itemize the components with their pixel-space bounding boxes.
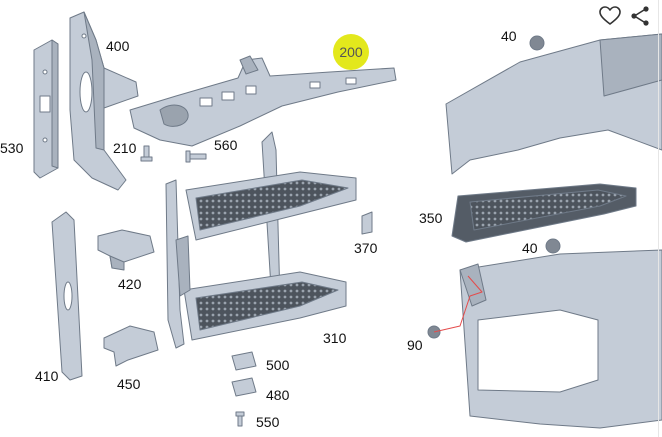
part-210-bolt[interactable]	[140, 145, 153, 162]
heart-outline-icon[interactable]	[598, 4, 622, 28]
callout-530[interactable]: 530	[0, 140, 24, 156]
part-200-crossmember[interactable]	[129, 55, 397, 147]
part-480-clip[interactable]	[231, 377, 257, 397]
part-560-bolt[interactable]	[185, 150, 207, 163]
part-370-clip[interactable]	[361, 211, 373, 235]
callout-350[interactable]: 350	[419, 210, 443, 226]
part-350-step[interactable]	[451, 183, 637, 243]
callout-210[interactable]: 210	[113, 140, 137, 156]
part-40-cap-bottom[interactable]	[545, 238, 561, 254]
step-housing-lower[interactable]	[459, 249, 662, 429]
part-40-cap-top[interactable]	[529, 35, 545, 51]
callout-410[interactable]: 410	[35, 368, 59, 384]
part-410-plate[interactable]	[51, 211, 83, 381]
callout-90[interactable]: 90	[407, 337, 423, 353]
callout-40-bottom[interactable]: 40	[522, 240, 538, 256]
callout-560[interactable]: 560	[214, 137, 238, 153]
part-400-side-plate[interactable]	[69, 11, 139, 191]
part-90-bolt[interactable]	[427, 275, 483, 339]
callout-420[interactable]: 420	[118, 276, 142, 292]
callout-370[interactable]: 370	[354, 240, 378, 256]
part-420-bracket[interactable]	[97, 229, 155, 271]
callout-200-label: 200	[339, 44, 363, 60]
part-550-screw[interactable]	[235, 411, 245, 427]
part-530-bracket[interactable]	[33, 39, 59, 179]
part-310-step-frame[interactable]	[165, 131, 357, 349]
callout-400[interactable]: 400	[106, 38, 130, 54]
callout-450[interactable]: 450	[117, 376, 141, 392]
callout-40-top[interactable]: 40	[501, 28, 517, 44]
callout-550[interactable]: 550	[256, 414, 280, 430]
right-edge-divider	[658, 0, 659, 437]
part-450-bracket[interactable]	[103, 325, 159, 367]
highlighted-callout-200[interactable]: 200	[333, 34, 369, 70]
callout-480[interactable]: 480	[266, 387, 290, 403]
bumper-cover-upper[interactable]	[445, 33, 662, 175]
share-icon[interactable]	[628, 4, 652, 28]
part-500-clip[interactable]	[231, 351, 257, 371]
callout-500[interactable]: 500	[266, 357, 290, 373]
callout-310[interactable]: 310	[323, 330, 347, 346]
